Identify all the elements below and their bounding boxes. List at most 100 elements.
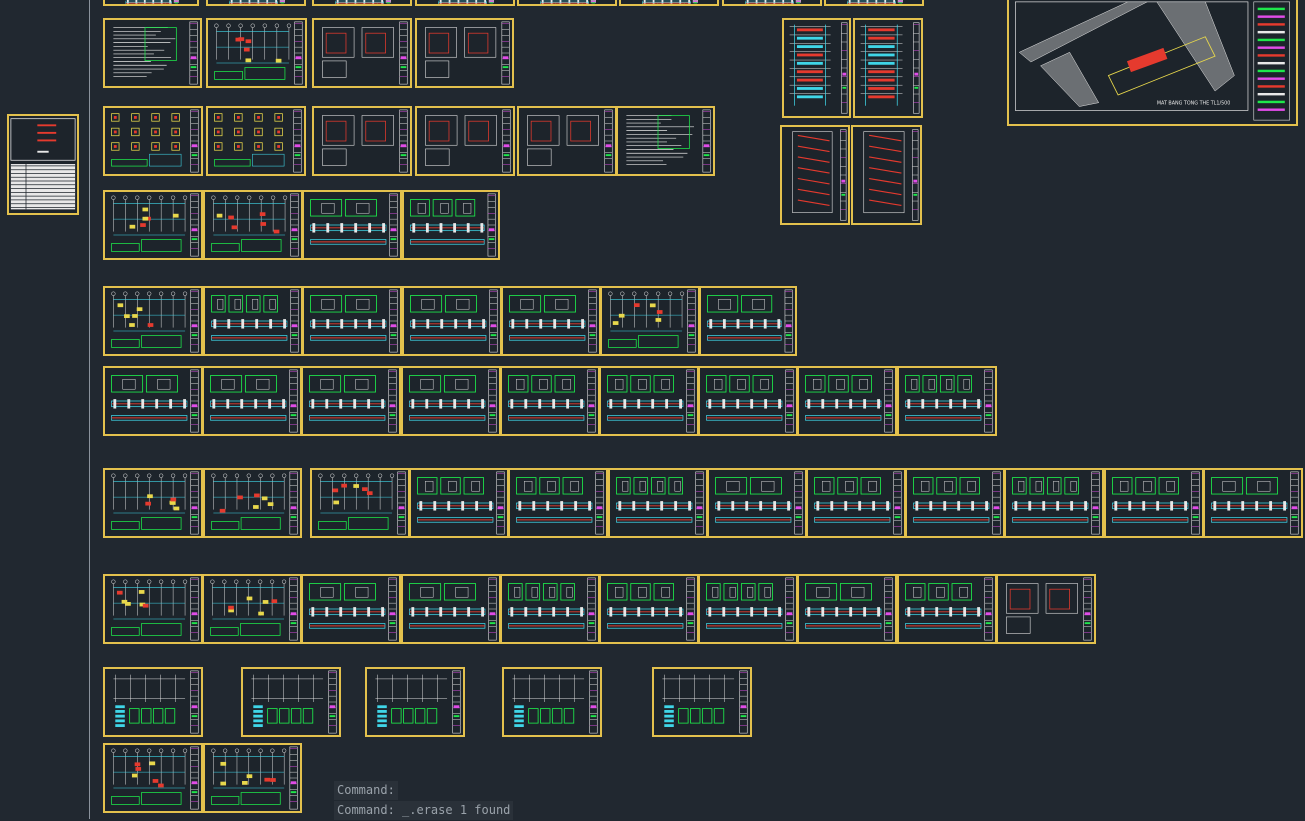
sheet-r3-2[interactable]	[302, 190, 402, 260]
sheet-r7-7[interactable]	[797, 574, 898, 644]
sheet-drawing	[322, 109, 408, 173]
sheet-r2-2[interactable]	[312, 106, 412, 176]
sheet-r3-1[interactable]	[203, 190, 303, 260]
sheet-section-1[interactable]	[780, 125, 850, 225]
sheet-drawing	[516, 471, 604, 535]
sheet-drawing	[707, 289, 793, 353]
sheet-drawing	[111, 193, 199, 257]
sheet-r4-1[interactable]	[203, 286, 303, 356]
sheet-drawing	[111, 471, 199, 535]
sheet-r5-1[interactable]	[202, 366, 303, 436]
sheet-drawing	[211, 746, 298, 810]
sheet-drawing	[111, 289, 199, 353]
sheet-drawing	[1111, 471, 1200, 535]
sheet-r1-4[interactable]	[415, 18, 514, 88]
sheet-row0-5[interactable]	[619, 0, 719, 6]
command-history: Command: Command: _.erase 1 found	[334, 781, 514, 821]
sheet-r8-2[interactable]	[365, 667, 465, 737]
sheet-row0-6[interactable]	[722, 0, 822, 6]
sheet-row0-2[interactable]	[312, 0, 412, 6]
sheet-drawing	[789, 22, 848, 114]
sheet-r2-5[interactable]	[616, 106, 715, 176]
sheet-drawing	[805, 577, 893, 641]
cover-sheet[interactable]	[7, 114, 79, 215]
sheet-r2-4[interactable]	[517, 106, 617, 176]
sheet-r6-1[interactable]	[203, 468, 302, 538]
sheet-drawing	[626, 109, 711, 173]
sheet-drawing	[318, 471, 406, 535]
sheet-r7-3[interactable]	[400, 574, 501, 644]
sheet-drawing	[509, 289, 597, 353]
sheet-r6-0[interactable]	[103, 468, 203, 538]
sheet-row0-4[interactable]	[517, 0, 617, 6]
sheet-r5-7[interactable]	[797, 366, 898, 436]
sheet-r6-2[interactable]	[310, 468, 410, 538]
sheet-drawing	[111, 369, 199, 433]
sheet-floor-plan-1[interactable]	[103, 743, 203, 813]
sheet-r6-11[interactable]	[1202, 468, 1303, 538]
sheet-r6-7[interactable]	[806, 468, 906, 538]
sheet-r6-3[interactable]	[409, 468, 510, 538]
sheet-drawing	[706, 369, 794, 433]
sheet-drawing	[904, 369, 993, 433]
sheet-r6-4[interactable]	[508, 468, 609, 538]
sheet-r2-0[interactable]	[103, 106, 203, 176]
sheet-r6-5[interactable]	[607, 468, 708, 538]
sheet-r1-3[interactable]	[312, 18, 412, 88]
sheet-r5-5[interactable]	[599, 366, 699, 436]
sheet-r5-4[interactable]	[499, 366, 600, 436]
sheet-drawing	[507, 577, 596, 641]
sheet-r8-3[interactable]	[502, 667, 602, 737]
sheet-r4-6[interactable]	[699, 286, 797, 356]
sheet-drawing	[745, 0, 801, 4]
sheet-section-2[interactable]	[851, 125, 922, 225]
sheet-r6-10[interactable]	[1103, 468, 1204, 538]
sheet-r7-0[interactable]	[103, 574, 203, 644]
sheet-elevation-1[interactable]	[782, 18, 851, 118]
sheet-r2-1[interactable]	[206, 106, 306, 176]
sheet-r5-6[interactable]	[698, 366, 799, 436]
site-plan-sheet[interactable]: MAT BANG TONG THE TL1/500	[1007, 0, 1298, 126]
sheet-drawing	[714, 471, 803, 535]
sheet-r7-1[interactable]	[202, 574, 303, 644]
sheet-drawing	[310, 289, 398, 353]
sheet-general-notes[interactable]	[103, 18, 202, 88]
sheet-row0-0[interactable]	[103, 0, 199, 6]
sheet-r7-9[interactable]	[995, 574, 1096, 644]
sheet-r3-0[interactable]	[103, 190, 203, 260]
sheet-r6-6[interactable]	[706, 468, 807, 538]
sheet-r6-8[interactable]	[905, 468, 1006, 538]
sheet-r8-4[interactable]	[652, 667, 752, 737]
sheet-r4-4[interactable]	[501, 286, 601, 356]
sheet-row0-3[interactable]	[415, 0, 515, 6]
sheet-drawing	[10, 118, 76, 210]
sheet-r7-2[interactable]	[301, 574, 402, 644]
sheet-row0-7[interactable]	[824, 0, 924, 6]
sheet-r5-8[interactable]	[896, 366, 997, 436]
sheet-row0-1[interactable]	[206, 0, 306, 6]
sheet-r7-5[interactable]	[599, 574, 699, 644]
sheet-drawing	[805, 369, 893, 433]
sheet-r5-0[interactable]	[103, 366, 203, 436]
sheet-r1-2[interactable]	[206, 18, 307, 88]
sheet-r7-6[interactable]	[698, 574, 799, 644]
sheet-r7-8[interactable]	[896, 574, 997, 644]
sheet-r5-2[interactable]	[301, 366, 402, 436]
sheet-r8-1[interactable]	[241, 667, 341, 737]
sheet-elevation-2[interactable]	[853, 18, 923, 118]
sheet-r5-3[interactable]	[400, 366, 501, 436]
sheet-r8-0[interactable]	[103, 667, 203, 737]
sheet-r6-9[interactable]	[1004, 468, 1105, 538]
sheet-r7-4[interactable]	[499, 574, 600, 644]
command-line-2: Command: _.erase 1 found	[334, 801, 514, 820]
sheet-drawing	[863, 129, 919, 221]
sheet-r4-3[interactable]	[402, 286, 502, 356]
sheet-r4-5[interactable]	[600, 286, 700, 356]
sheet-r3-3[interactable]	[402, 190, 500, 260]
sheet-floor-plan-2[interactable]	[203, 743, 302, 813]
sheet-drawing	[913, 471, 1001, 535]
sheet-r2-3[interactable]	[415, 106, 515, 176]
sheet-r4-0[interactable]	[103, 286, 203, 356]
sheet-r4-2[interactable]	[302, 286, 402, 356]
